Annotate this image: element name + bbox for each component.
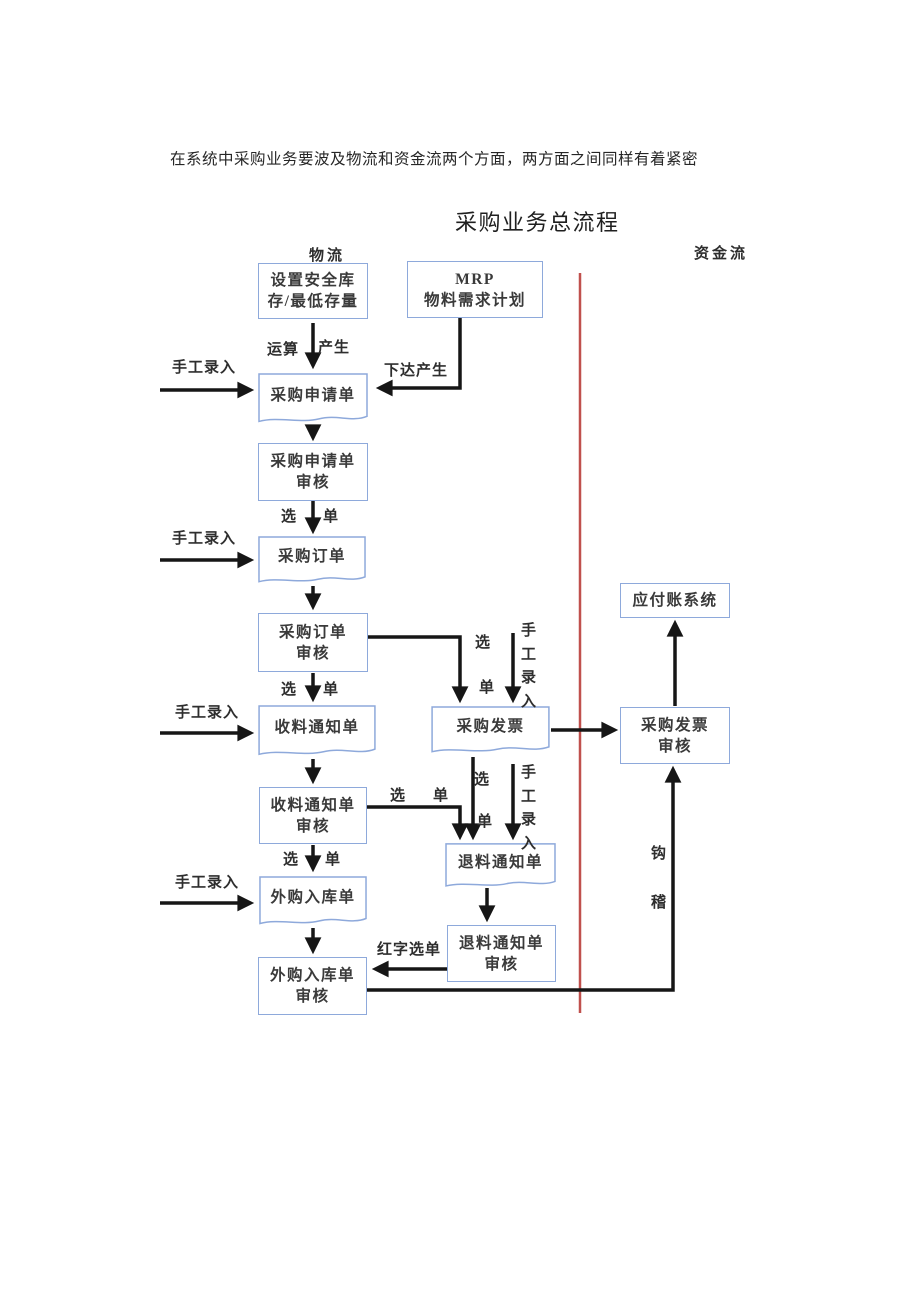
label-manual-entry-4: 手工录入 (175, 875, 240, 891)
node-receive-notice-label: 收料通知单 (274, 719, 360, 736)
document-shape (431, 706, 550, 756)
label-manual-entry-1: 手工录入 (172, 360, 237, 376)
label-manual-entry-2: 手工录入 (172, 531, 237, 547)
node-purchase-instock-audit: 外购入库单 审核 (258, 957, 367, 1015)
arrow-orderaudit-to-invoice (368, 635, 469, 704)
node-return-notice: 退料通知单 (445, 843, 556, 890)
node-receive-notice-audit-label: 收料通知单 审核 (270, 796, 356, 835)
node-purchase-invoice-label: 采购发票 (456, 718, 525, 735)
label-select-5: 选 (390, 788, 407, 804)
label-select-4: 选 (475, 635, 492, 651)
node-safety-stock: 设置安全库 存/最低存量 (258, 263, 368, 319)
document-shape (445, 843, 556, 890)
label-manual-entry-3: 手工录入 (175, 705, 240, 721)
label-select-6: 选 (474, 772, 491, 788)
node-return-notice-audit: 退料通知单 审核 (447, 925, 556, 982)
diagram-title: 采购业务总流程 (455, 210, 620, 235)
label-issue-generate: 下达产生 (384, 363, 449, 379)
node-purchase-order-label: 采购订单 (277, 548, 346, 565)
label-order-4: 单 (479, 680, 496, 696)
node-safety-stock-label: 设置安全库 存/最低存量 (267, 272, 359, 310)
node-purchase-instock-label: 外购入库单 (270, 889, 356, 906)
node-mrp: MRP 物料需求计划 (407, 261, 543, 318)
node-purchase-order-audit-label: 采购订单 审核 (278, 623, 347, 662)
node-receive-notice-audit: 收料通知单 审核 (259, 787, 367, 844)
label-red-select: 红字选单 (377, 942, 442, 958)
node-purchase-instock-audit-label: 外购入库单 审核 (269, 967, 355, 1005)
lane-label-capital-flow: 资金流 (694, 246, 749, 262)
label-compute: 运算 (267, 342, 300, 358)
label-order-6: 单 (477, 814, 494, 830)
node-purchase-order-audit: 采购订单 审核 (258, 613, 368, 672)
node-payable-system-label: 应付账系统 (632, 592, 718, 609)
intro-paragraph: 在系统中采购业务要波及物流和资金流两个方面，两方面之间同样有着紧密 (170, 151, 699, 168)
node-purchase-request-audit: 采购申请单 审核 (258, 443, 368, 501)
node-purchase-request-label: 采购申请单 (270, 386, 356, 404)
node-purchase-instock: 外购入库单 (259, 876, 367, 928)
node-return-notice-audit-label: 退料通知单 审核 (458, 934, 544, 973)
node-return-notice-label: 退料通知单 (457, 853, 543, 871)
node-payable-system: 应付账系统 (620, 583, 730, 618)
node-purchase-order: 采购订单 (258, 536, 366, 586)
label-order-3: 单 (325, 852, 342, 868)
label-generate: 产生 (318, 340, 351, 356)
node-purchase-invoice-audit-label: 采购发票 审核 (640, 716, 709, 755)
label-order-2: 单 (323, 682, 340, 698)
arrow-receiveaudit-to-return (367, 805, 469, 841)
document-shape (258, 373, 368, 426)
document-shape (258, 536, 366, 586)
node-purchase-request-audit-label: 采购申请单 审核 (270, 453, 356, 491)
label-manual-entry-vertical-1: 手工录入 (520, 623, 536, 710)
node-purchase-invoice-audit: 采购发票 审核 (620, 707, 730, 764)
label-select-2: 选 (281, 682, 298, 698)
label-select-3: 选 (283, 852, 300, 868)
label-select-1: 选 (281, 509, 298, 525)
lane-label-logistics: 物流 (309, 248, 346, 264)
label-manual-entry-vertical-2: 手工录入 (520, 765, 536, 852)
node-purchase-request: 采购申请单 (258, 373, 368, 426)
label-reconcile: 钩稽 (650, 846, 666, 911)
label-order-5: 单 (433, 788, 450, 804)
document-shape (259, 876, 367, 928)
label-order-1: 单 (323, 509, 340, 525)
document-shape (258, 705, 376, 759)
node-mrp-label: MRP 物料需求计划 (423, 270, 526, 309)
node-purchase-invoice: 采购发票 (431, 706, 550, 756)
node-receive-notice: 收料通知单 (258, 705, 376, 759)
